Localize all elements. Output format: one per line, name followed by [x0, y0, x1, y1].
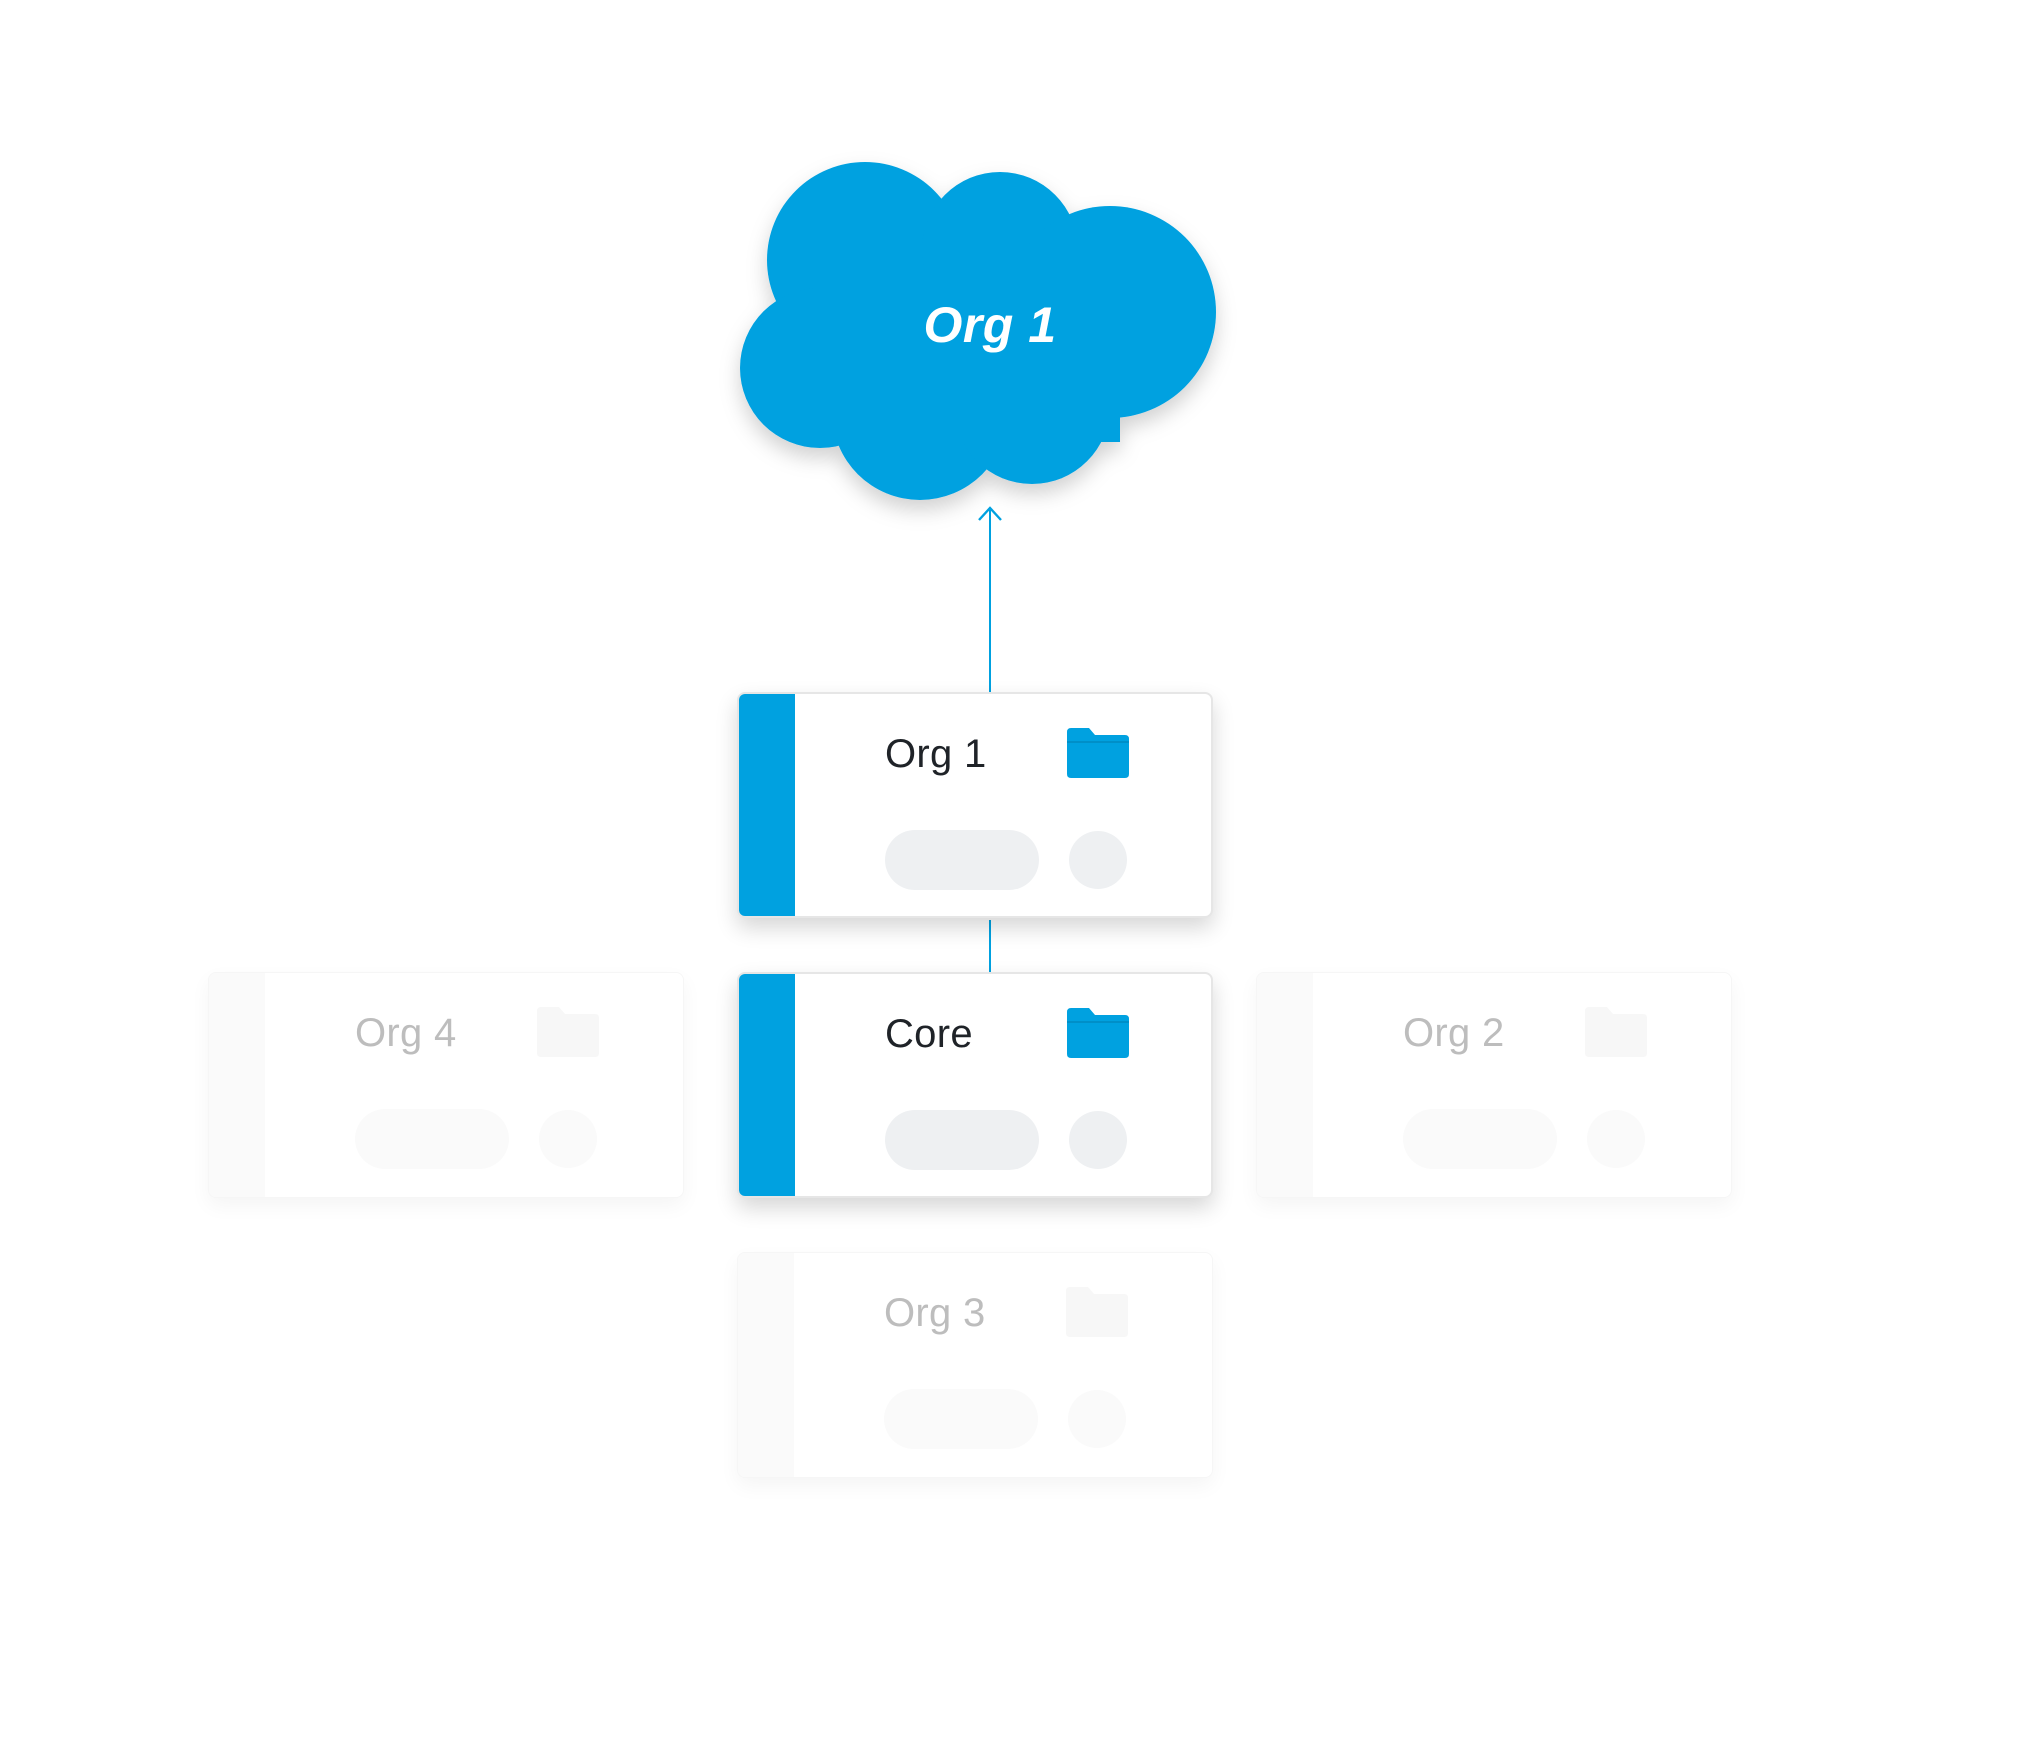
placeholder-pill: [355, 1109, 509, 1169]
placeholder-pill: [884, 1389, 1038, 1449]
cloud-label: Org 1: [923, 297, 1057, 353]
folder-icon[interactable]: [1585, 1007, 1647, 1057]
card-org3[interactable]: Org 3: [737, 1252, 1213, 1478]
card-title: Org 4: [355, 1011, 457, 1055]
card-org2[interactable]: Org 2: [1256, 972, 1732, 1198]
arrow-head-icon: [978, 506, 1002, 521]
org1-cloud: Org 1: [740, 162, 1240, 522]
placeholder-pill: [1403, 1109, 1557, 1169]
card-stripe: [739, 974, 795, 1196]
card-stripe: [739, 694, 795, 916]
folder-icon[interactable]: [1067, 728, 1129, 778]
placeholder-avatar: [1069, 1111, 1127, 1169]
folder-icon[interactable]: [1067, 1008, 1129, 1058]
connector-to-cloud: [989, 510, 991, 694]
card-org4[interactable]: Org 4: [208, 972, 684, 1198]
cloud-icon: [740, 162, 1216, 500]
placeholder-avatar: [1068, 1390, 1126, 1448]
folder-icon[interactable]: [1066, 1287, 1128, 1337]
placeholder-pill: [885, 1110, 1039, 1170]
card-title: Org 1: [885, 732, 987, 776]
card-core[interactable]: Core: [737, 972, 1213, 1198]
placeholder-avatar: [1069, 831, 1127, 889]
card-title: Org 3: [884, 1291, 986, 1335]
placeholder-avatar: [1587, 1110, 1645, 1168]
placeholder-avatar: [539, 1110, 597, 1168]
folder-icon[interactable]: [537, 1007, 599, 1057]
placeholder-pill: [885, 830, 1039, 890]
card-title: Core: [885, 1012, 973, 1056]
card-stripe: [209, 973, 265, 1197]
connector-core-to-org1: [989, 920, 991, 972]
card-org1[interactable]: Org 1: [737, 692, 1213, 918]
card-stripe: [1257, 973, 1313, 1197]
card-stripe: [738, 1253, 794, 1477]
card-title: Org 2: [1403, 1011, 1505, 1055]
